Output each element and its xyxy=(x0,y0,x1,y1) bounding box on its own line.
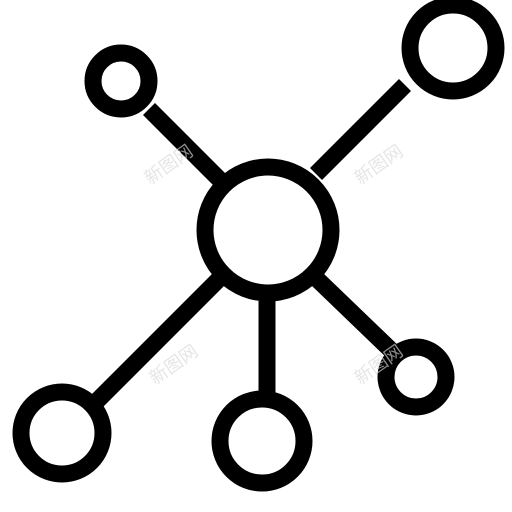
center-node xyxy=(196,158,340,302)
node-top-right xyxy=(401,0,505,100)
node-bottom-left xyxy=(12,383,112,483)
connector-top-right xyxy=(309,78,412,181)
watermark-text: 新图网 xyxy=(351,141,407,189)
connector-bottom-right xyxy=(311,272,402,362)
watermark-text: 新图网 xyxy=(141,141,197,189)
connector-bottom-left xyxy=(84,271,227,414)
node-bottom-center xyxy=(211,390,313,492)
connector-top-left xyxy=(142,102,233,193)
node-top-left xyxy=(84,44,158,118)
node-bottom-right xyxy=(377,338,455,416)
